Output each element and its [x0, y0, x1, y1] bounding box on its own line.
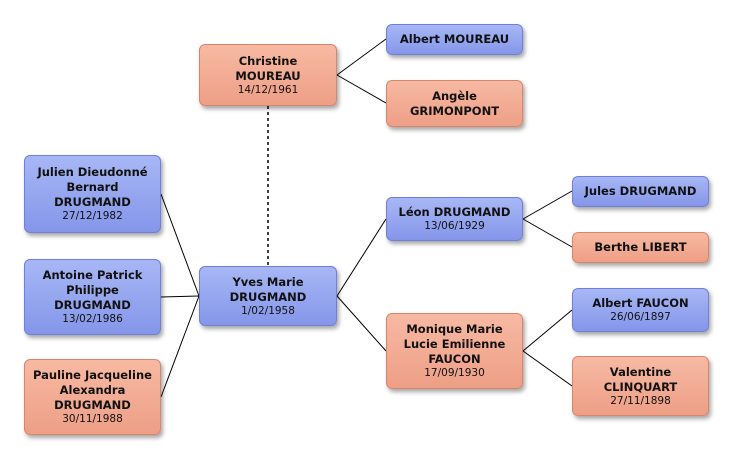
person-name-line: Jules DRUGMAND: [584, 184, 697, 198]
person-name-line: Philippe: [66, 283, 119, 297]
person-name-line: Lucie Emilienne: [403, 337, 506, 351]
person-name-line: CLINQUART: [603, 379, 678, 394]
person-card-jules-drugmand[interactable]: Jules DRUGMAND: [572, 176, 709, 207]
person-name-line: Julien Dieudonné: [37, 165, 148, 179]
person-name-line: Léon DRUGMAND: [398, 205, 511, 219]
link-christine-angele-grimonpont: [336, 74, 387, 104]
person-card-berthe-libert[interactable]: Berthe LIBERT: [572, 232, 709, 263]
person-date: 13/02/1986: [62, 313, 123, 325]
person-name-line: Alexandra: [59, 383, 126, 397]
link-leon-berthe: [522, 218, 573, 248]
person-name-line: DRUGMAND: [54, 195, 131, 209]
person-name-line: Angèle: [432, 88, 477, 103]
person-card-albert-moureau[interactable]: Albert MOUREAU: [386, 24, 523, 55]
person-name-line: Berthe LIBERT: [594, 240, 687, 254]
link-julien-yves: [160, 193, 200, 297]
person-name-line: DRUGMAND: [54, 398, 131, 412]
person-date: 26/06/1897: [610, 311, 671, 323]
link-monique-valentine: [522, 350, 573, 387]
person-date: 27/12/1982: [62, 210, 123, 222]
link-yves-monique: [336, 295, 387, 352]
person-name-line: DRUGMAND: [229, 289, 307, 304]
person-name-line: Bernard: [66, 180, 119, 194]
person-name-line: Yves Marie: [232, 274, 304, 289]
person-name-line: Pauline Jacqueline: [33, 368, 152, 382]
person-date: 1/02/1958: [241, 304, 295, 317]
link-yves-leon: [336, 218, 387, 297]
person-date: 30/11/1988: [62, 413, 123, 425]
person-name-line: Valentine: [609, 364, 672, 379]
person-date: 13/06/1929: [424, 220, 485, 232]
person-name-line: DRUGMAND: [54, 298, 131, 312]
person-date: 17/09/1930: [424, 367, 485, 379]
person-date: 14/12/1961: [237, 83, 299, 96]
person-name-line: Christine: [238, 53, 298, 68]
link-christine-albert-moureau: [336, 38, 387, 76]
link-antoine-yves: [160, 295, 200, 298]
person-name-line: GRIMONPONT: [409, 103, 500, 118]
link-pauline-yves: [160, 295, 200, 398]
link-monique-albert-faucon: [522, 309, 573, 352]
link-leon-jules: [522, 190, 573, 220]
person-date: 27/11/1898: [610, 394, 671, 407]
person-name-line: Albert MOUREAU: [399, 32, 510, 46]
person-name-line: Monique Marie: [406, 322, 503, 336]
person-name-line: MOUREAU: [235, 68, 301, 83]
person-name-line: Albert FAUCON: [592, 296, 689, 310]
person-name-line: Antoine Patrick: [42, 268, 143, 282]
person-name-line: FAUCON: [428, 352, 481, 366]
